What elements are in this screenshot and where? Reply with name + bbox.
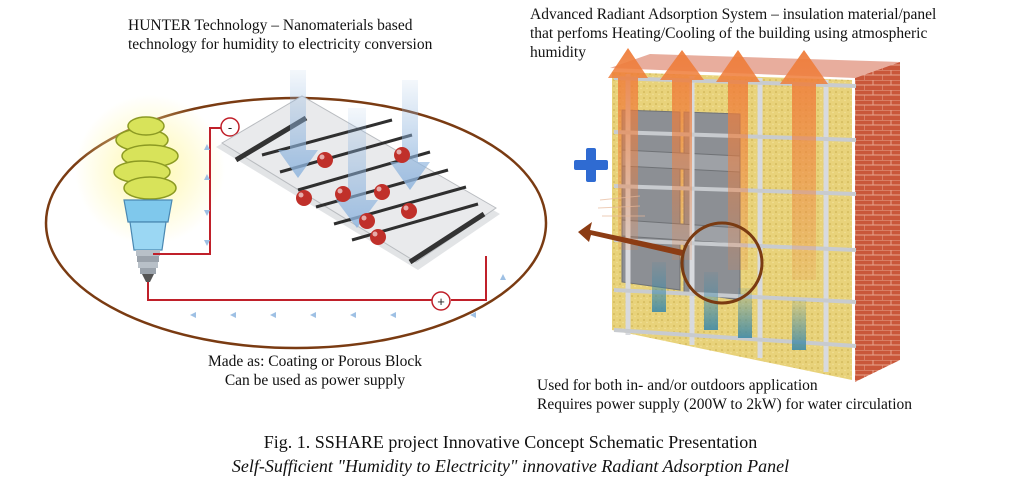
wire-right [451,256,487,301]
power-supply-text: Can be used as power supply [224,372,406,389]
radiant-title: Advanced Radiant Adsorption System – ins… [530,5,1000,62]
wire-top [153,127,229,255]
wire-bottom [147,282,432,301]
connector-arrow [578,222,683,256]
made-as-text: Made as: Coating or Porous Block [208,353,422,370]
svg-text:+: + [437,294,445,309]
negative-terminal: - [220,117,240,137]
nanoparticles [296,147,417,245]
current-flow-arrows [190,129,506,318]
figure-title: Fig. 1. SSHARE project Innovative Concep… [263,432,758,452]
lightbulb-icon [113,116,179,282]
hunter-title: HUNTER Technology – Nanomaterials based … [128,16,432,54]
radiant-title-line3: humidity [530,44,586,61]
hunter-title-line1: HUNTER Technology – Nanomaterials based [128,17,413,34]
hunter-title-line2: technology for humidity to electricity c… [128,36,433,53]
heat-arrows [608,48,828,280]
figure-subtitle: Self-Sufficient "Humidity to Electricity… [231,456,790,476]
plus-icon [574,148,608,182]
hunter-caption: Made as: Coating or Porous Block Can be … [180,352,450,390]
requires-text: Requires power supply (200W to 2kW) for … [537,396,913,413]
radiant-title-line1: Advanced Radiant Adsorption System – ins… [530,6,937,23]
brick-wall [855,62,900,382]
positive-terminal: + [431,291,451,311]
detail-circle [680,221,764,305]
radiant-title-line2: that perfoms Heating/Cooling of the buil… [530,25,928,42]
radiant-caption: Used for both in- and/or outdoors applic… [537,376,912,414]
used-for-text: Used for both in- and/or outdoors applic… [537,377,818,394]
svg-text:-: - [228,120,232,135]
